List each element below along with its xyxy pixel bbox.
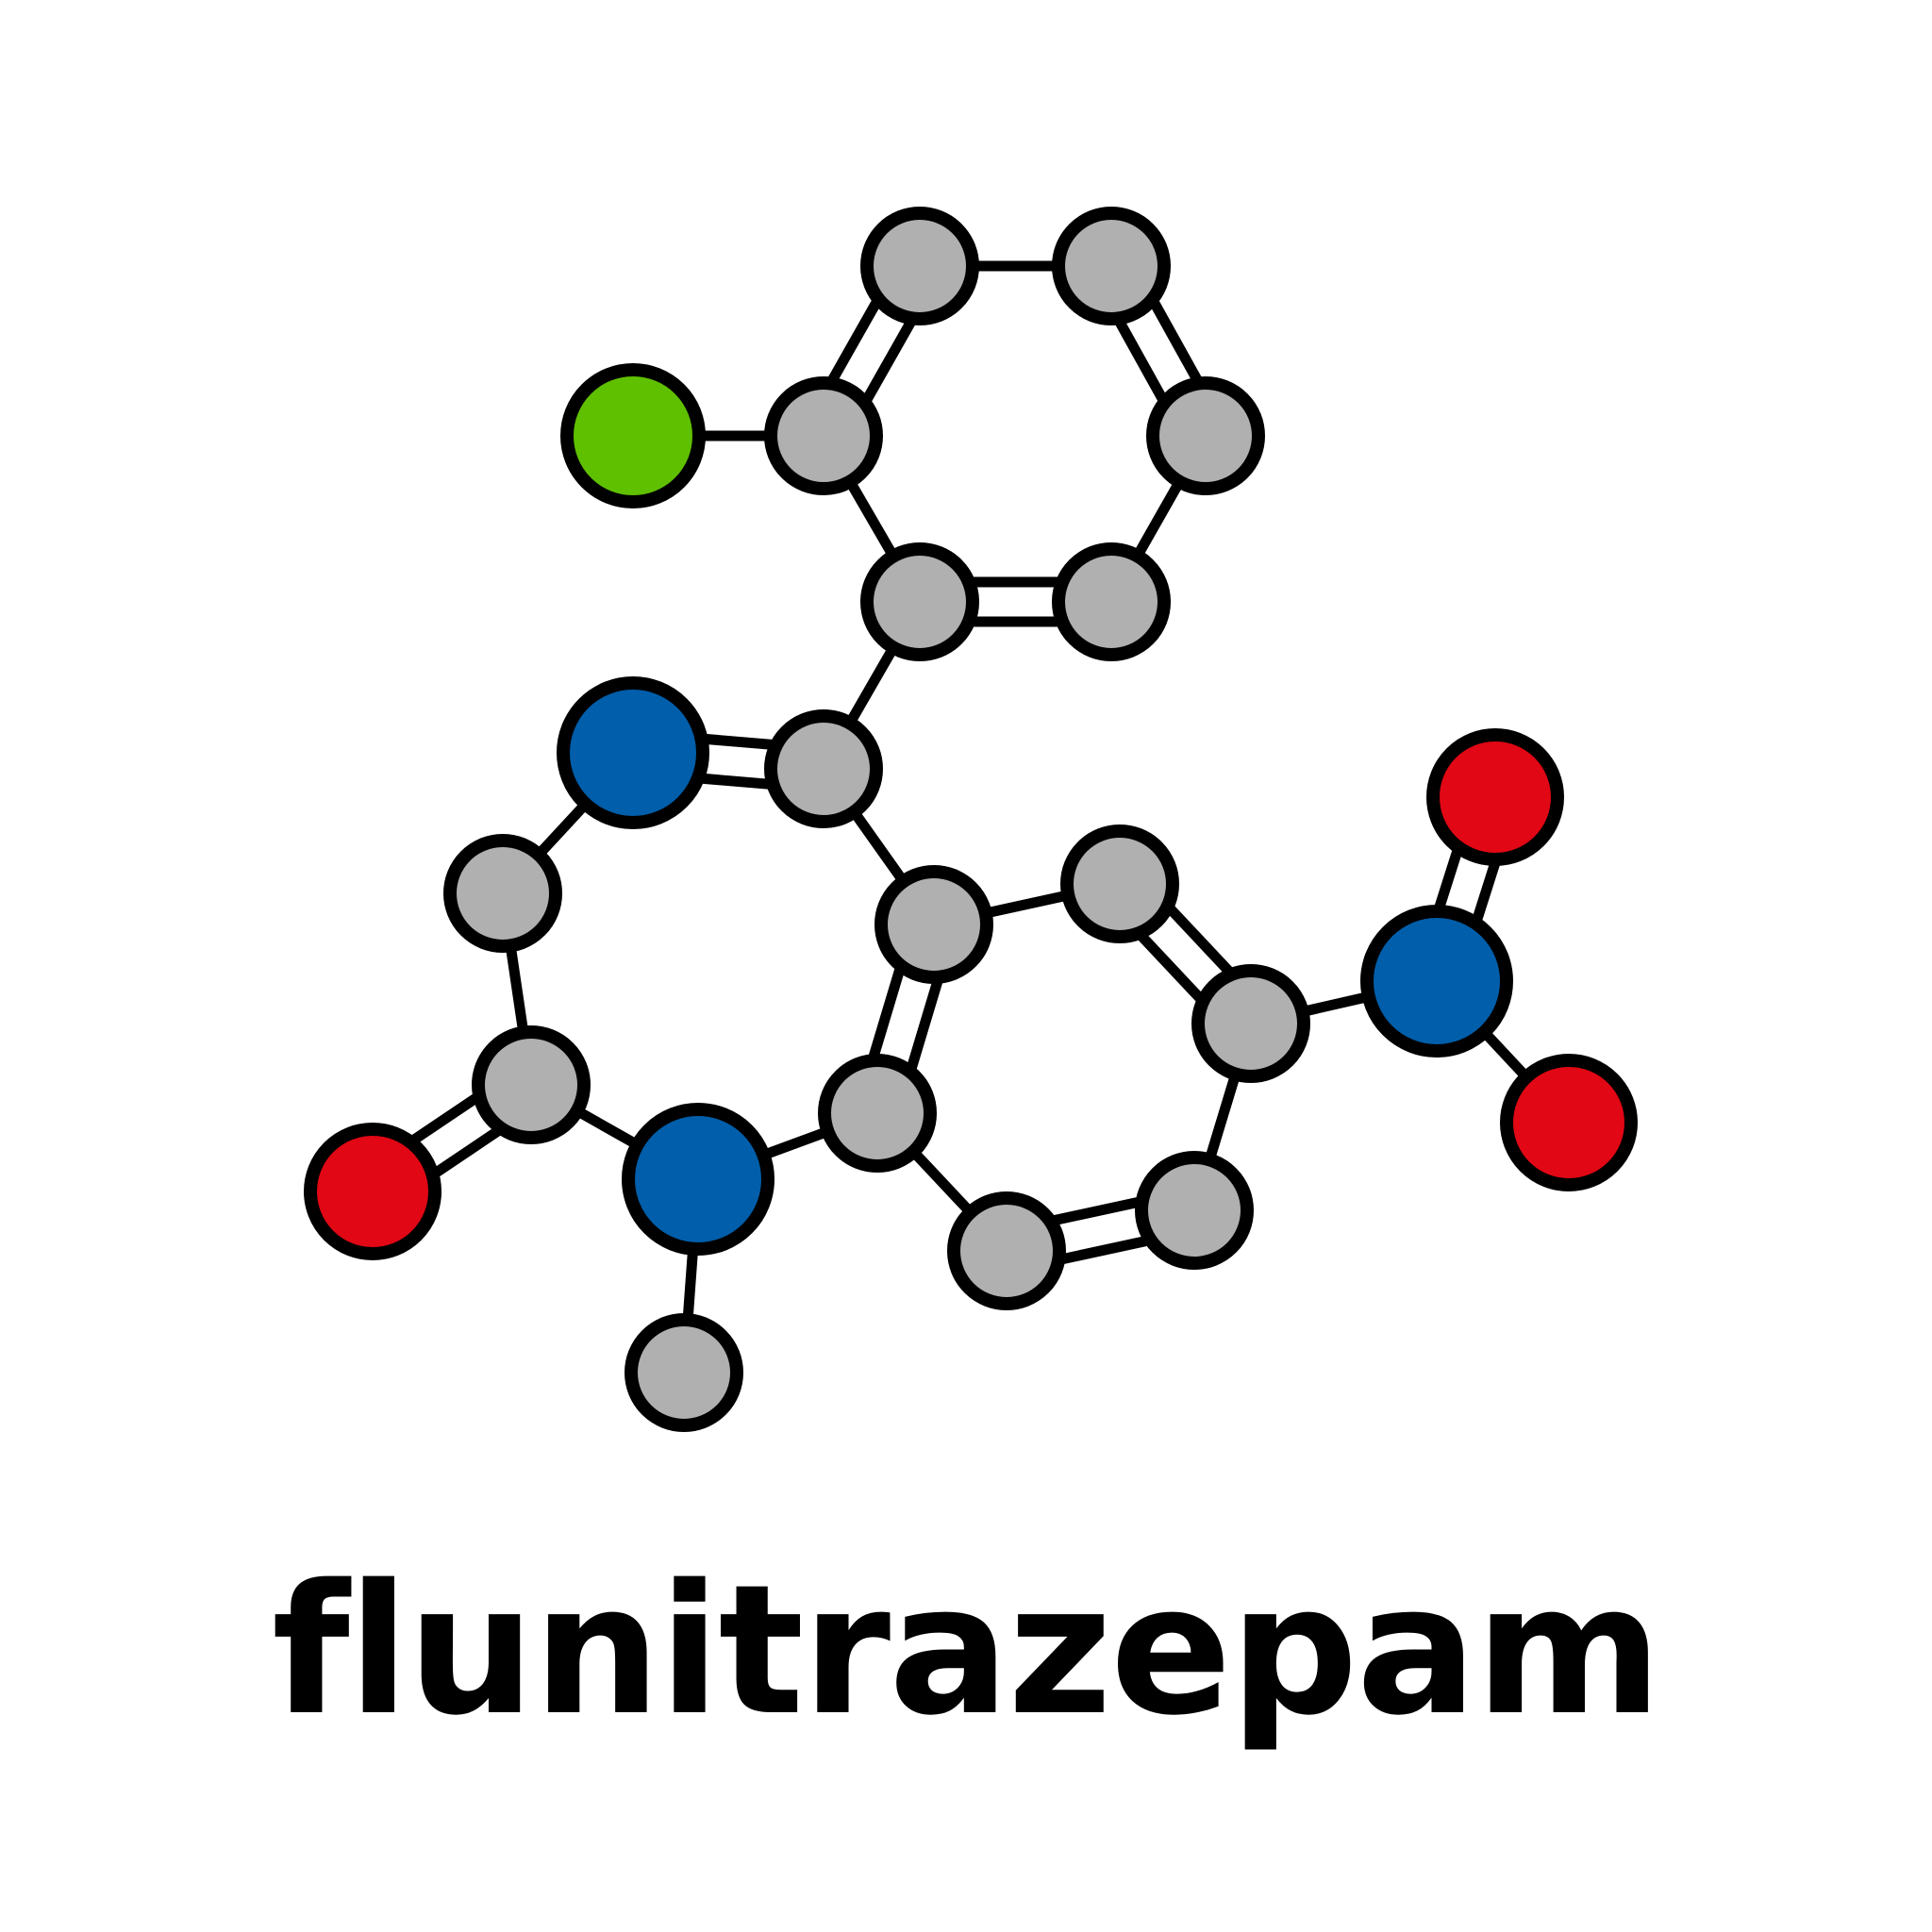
chlorine-atom-cl (560, 363, 706, 508)
molecule-name-title: flunitrazepam (272, 1546, 1662, 1755)
atom-layer (304, 207, 1638, 1432)
oxygen-atom-oa (1426, 728, 1564, 866)
carbon-atom-c3r (443, 834, 562, 953)
oxygen-atom-ob (1500, 1054, 1638, 1191)
carbon-atom-c3 (1146, 376, 1265, 495)
carbon-atom-c1 (860, 207, 979, 325)
nitrogen-atom-n4 (557, 676, 709, 829)
bond-layer (358, 253, 1574, 1374)
carbon-atom-c9a (818, 1054, 937, 1173)
carbon-atom-c2r (472, 1025, 591, 1144)
oxygen-atom-o2 (304, 1123, 441, 1260)
carbon-atom-c4 (1052, 542, 1171, 661)
carbon-atom-c7r (1191, 964, 1310, 1083)
carbon-atom-c8r (1135, 1151, 1254, 1270)
carbon-atom-c7 (764, 709, 883, 828)
nitrogen-atom-nno2 (1360, 905, 1513, 1058)
carbon-atom-c2 (1052, 207, 1171, 325)
carbon-atom-c9r (947, 1191, 1066, 1310)
carbon-atom-c6r (1060, 824, 1179, 943)
nitrogen-atom-n1 (622, 1103, 774, 1256)
carbon-atom-c6 (764, 376, 883, 495)
carbon-atom-c5 (860, 542, 979, 661)
carbon-atom-c5a (874, 865, 993, 984)
carbon-atom-me (625, 1313, 743, 1432)
